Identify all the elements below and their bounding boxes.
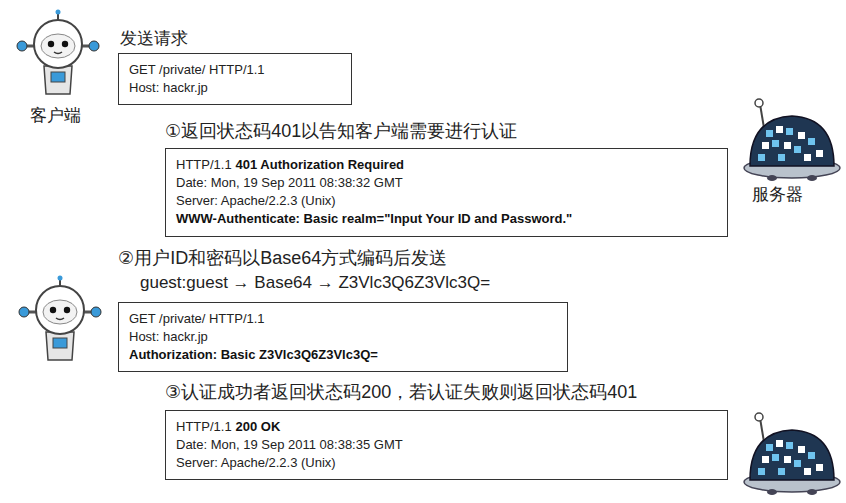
http-field: Server: Apache/2.2.3 (Unix)	[176, 193, 336, 208]
header-line: WWW-Authenticate: Basic realm="Input You…	[176, 210, 717, 228]
http-field: HTTP/1.1	[176, 157, 232, 172]
emphasized-field: WWW-Authenticate: Basic realm="Input You…	[176, 211, 572, 226]
header-line: Authorization: Basic Z3Vlc3Q6Z3Vlc3Q=	[129, 346, 557, 364]
message-box: ②用户ID和密码以Base64方式编码后发送guest:guest → Base…	[118, 302, 568, 372]
server-robot	[744, 99, 840, 181]
header-line: GET /private/ HTTP/1.1	[129, 61, 341, 79]
header-line: GET /private/ HTTP/1.1	[129, 310, 557, 328]
header-line: Server: Apache/2.2.3 (Unix)	[176, 192, 717, 210]
step-heading: ②用户ID和密码以Base64方式编码后发送	[118, 246, 447, 270]
header-line: Host: hackr.jp	[129, 328, 557, 346]
http-field: GET /private/ HTTP/1.1	[129, 62, 265, 77]
header-line: Date: Mon, 19 Sep 2011 08:38:35 GMT	[176, 436, 717, 454]
role-label: 客户端	[30, 104, 81, 127]
header-line: HTTP/1.1 200 OK	[176, 418, 717, 436]
http-field: Date: Mon, 19 Sep 2011 08:38:32 GMT	[176, 175, 403, 190]
header-line: HTTP/1.1 401 Authorization Required	[176, 156, 717, 174]
emphasized-field: 401 Authorization Required	[236, 157, 405, 172]
http-field: Host: hackr.jp	[129, 329, 208, 344]
header-line: Date: Mon, 19 Sep 2011 08:38:32 GMT	[176, 174, 717, 192]
header-line: Server: Apache/2.2.3 (Unix)	[176, 454, 717, 472]
message-box: ①返回状态码401以告知客户端需要进行认证HTTP/1.1401 Authori…	[165, 148, 728, 237]
emphasized-field: 200 OK	[236, 419, 281, 434]
header-line: Host: hackr.jp	[129, 79, 341, 97]
role-label: 服务器	[752, 183, 803, 206]
client-robot	[17, 10, 99, 95]
step-heading: ①返回状态码401以告知客户端需要进行认证	[165, 119, 517, 143]
http-field: HTTP/1.1	[176, 419, 232, 434]
http-field: GET /private/ HTTP/1.1	[129, 311, 265, 326]
emphasized-field: Authorization: Basic Z3Vlc3Q6Z3Vlc3Q=	[129, 347, 378, 362]
encoding-note: guest:guest → Base64 → Z3Vlc3Q6Z3Vlc3Q=	[140, 273, 490, 293]
server-robot	[744, 413, 840, 495]
http-field: Server: Apache/2.2.3 (Unix)	[176, 455, 336, 470]
step-heading: 发送请求	[120, 27, 188, 50]
client-robot	[19, 276, 101, 361]
http-field: Date: Mon, 19 Sep 2011 08:38:35 GMT	[176, 437, 403, 452]
message-box: ③认证成功者返回状态码200，若认证失败则返回状态码401HTTP/1.1200…	[165, 410, 728, 480]
message-box: 发送请求GET /private/ HTTP/1.1Host: hackr.jp	[118, 53, 352, 105]
http-field: Host: hackr.jp	[129, 80, 208, 95]
step-heading: ③认证成功者返回状态码200，若认证失败则返回状态码401	[165, 380, 637, 404]
